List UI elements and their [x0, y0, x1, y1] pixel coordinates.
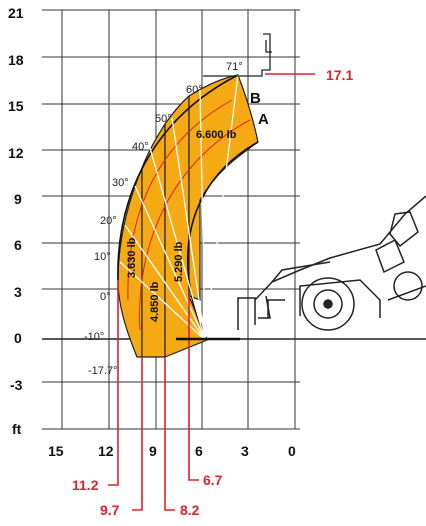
y-tick-label: 15 [8, 98, 24, 114]
y-tick-label: -3 [10, 377, 23, 393]
max-height-label: 17.1 [326, 67, 353, 83]
angle-label: 60° [186, 84, 203, 96]
angle-labels: 71° 60° 50° 40° 30° 20° 10° 0° -10° -17.… [84, 61, 243, 377]
x-tick-label: 12 [98, 443, 114, 459]
x-axis: 15 12 9 6 3 0 [48, 443, 296, 459]
zone-6600-label: 6.600 lb [196, 129, 237, 141]
envelope-arcs [117, 74, 259, 341]
angle-label: 71° [226, 61, 243, 73]
angle-lines [119, 74, 239, 341]
y-tick-label: 0 [14, 330, 22, 346]
y-tick-label: 6 [14, 237, 22, 253]
x-tick-label: 0 [288, 443, 296, 459]
x-tick-label: 6 [195, 443, 203, 459]
reach-label-11-2: 11.2 [72, 477, 99, 493]
y-tick-label: 12 [8, 145, 24, 161]
y-tick-label: 9 [14, 191, 22, 207]
capacity-labels: 3.630 lb 4.850 lb 5.290 lb 6.600 lb [126, 129, 237, 322]
reach-label-6-7: 6.7 [203, 472, 223, 488]
reach-label-9-7: 9.7 [100, 502, 120, 518]
hook-icon [203, 33, 272, 77]
angle-label: 40° [132, 141, 149, 153]
angle-label: 30° [112, 177, 129, 189]
x-tick-label: 15 [48, 443, 64, 459]
angle-label: -17.7° [88, 365, 117, 377]
y-tick-label: 3 [14, 284, 22, 300]
angle-label: 20° [100, 215, 117, 227]
zone-5290-label: 5.290 lb [173, 241, 185, 282]
angle-label: 10° [94, 251, 111, 263]
x-tick-label: 3 [241, 443, 249, 459]
x-tick-label: 9 [149, 443, 157, 459]
telehandler-icon [237, 195, 426, 331]
y-tick-label: 21 [8, 5, 24, 21]
y-axis-unit: ft [12, 421, 22, 437]
y-tick-label: 18 [8, 52, 24, 68]
boom-arcs [127, 99, 251, 331]
zone-4850-label: 4.850 lb [149, 281, 161, 322]
y-axis: 21 18 15 12 9 6 3 0 -3 ft [8, 5, 24, 437]
angle-label: 0° [100, 291, 111, 303]
boom-line-a-label: A [258, 111, 269, 128]
reach-label-8-2: 8.2 [180, 502, 200, 518]
angle-label: 50° [155, 113, 172, 125]
boom-line-b-label: B [250, 90, 261, 107]
reach-lines [108, 73, 315, 511]
angle-label: -10° [84, 331, 104, 343]
zone-3630-label: 3.630 lb [126, 237, 138, 278]
